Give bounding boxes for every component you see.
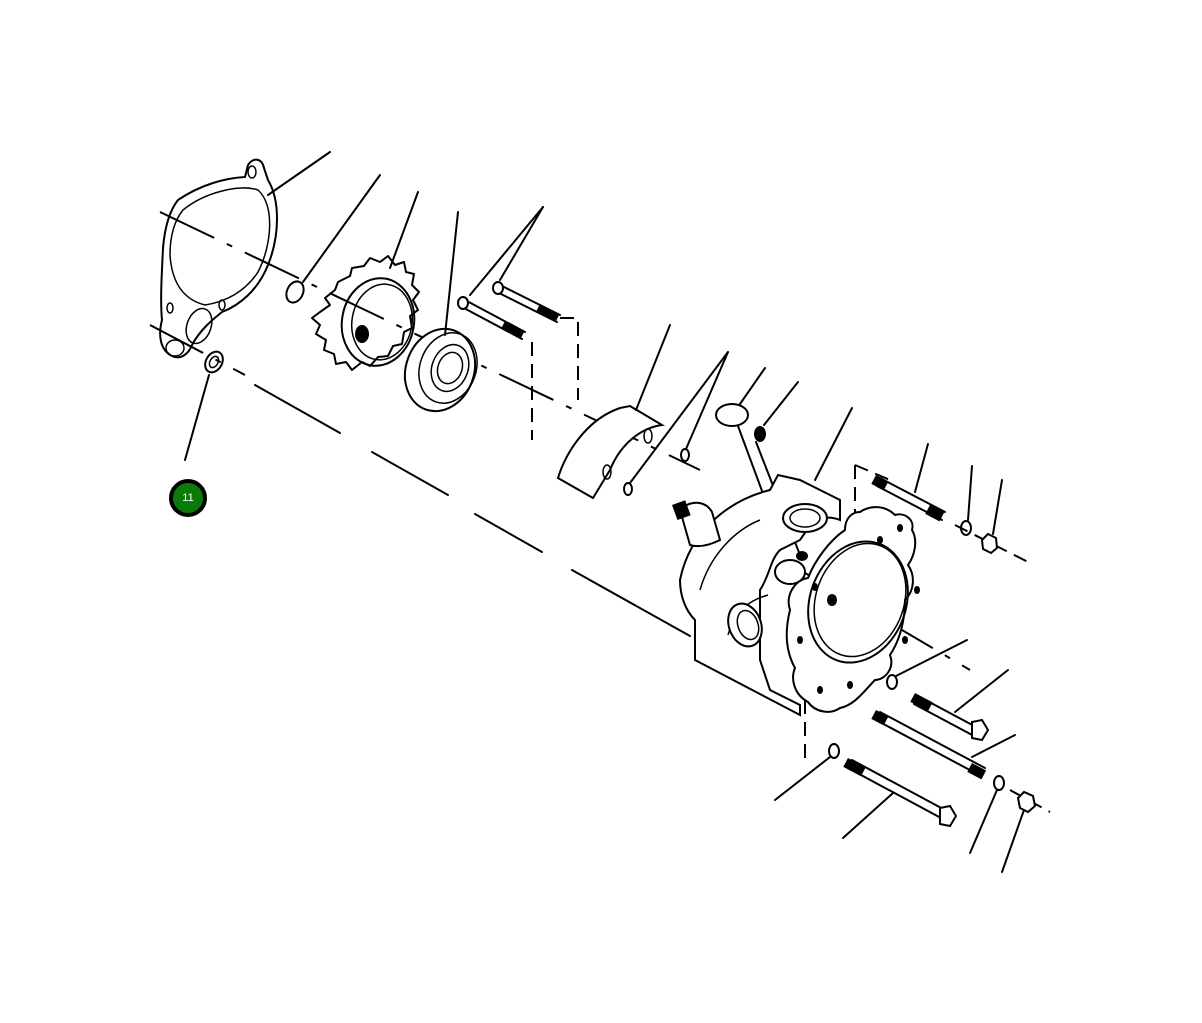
stud-upper	[871, 443, 946, 522]
washer-lower-2	[774, 743, 840, 801]
lock-washer-pair	[623, 351, 729, 496]
washer-lower-3	[969, 775, 1005, 854]
washer-lower-1	[886, 639, 968, 690]
shield-cover	[556, 324, 671, 500]
nut-lower	[1001, 790, 1037, 873]
callout-hotspot-11[interactable]: 11	[169, 479, 207, 517]
washer-upper	[960, 465, 973, 536]
pump-housing	[672, 407, 920, 717]
callout-label: 11	[182, 492, 194, 504]
ball-bearing	[403, 211, 478, 413]
nut-upper	[980, 479, 1003, 555]
gasket	[159, 151, 331, 359]
o-ring	[285, 174, 381, 304]
drive-gear	[311, 191, 420, 371]
bolt-lower-1	[910, 669, 1009, 742]
washer-part-11	[184, 350, 224, 461]
centerlines	[149, 211, 1051, 813]
bolt-lower-2	[842, 758, 958, 839]
bolt-pair	[457, 206, 561, 340]
stud-lower	[871, 710, 1016, 780]
